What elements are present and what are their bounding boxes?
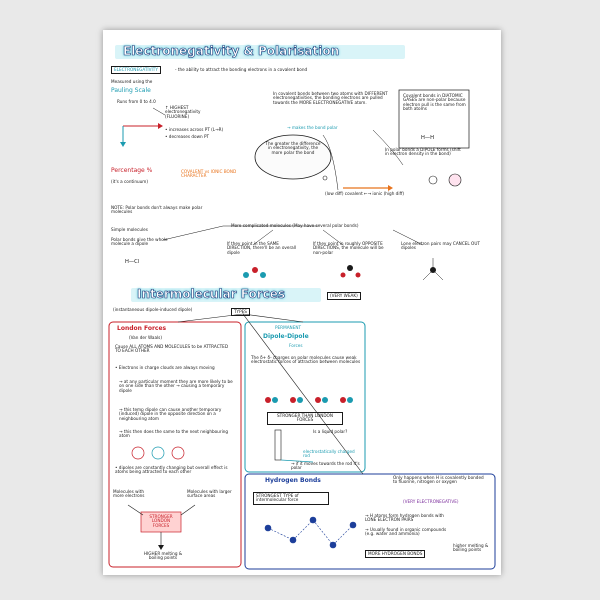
molecules-more-text: Molecules with more electrons — [113, 489, 145, 499]
charged-rod-text: electrostatically charged rod — [303, 449, 355, 459]
london-sub: (Van der Waals) — [129, 335, 162, 340]
london-point-3: → this then does the same to the next ne… — [119, 429, 229, 439]
opposite-direction-text: If they point in roughly OPPOSITE DIRECT… — [313, 241, 384, 255]
simple-desc: Polar bonds give the whole molecule a di… — [111, 237, 168, 247]
types-tag: TYPES — [231, 308, 250, 317]
same-direction-text: If they point in the SAME DIRECTION, the… — [227, 241, 297, 255]
percentage-title: Percentage % — [111, 167, 153, 174]
london-point-0: • Electrons in charge clouds are always … — [115, 365, 215, 370]
molecules-larger-text: Molecules with larger surface areas — [187, 489, 232, 499]
low-high-text: (low diff) covalent ←→ ionic (high diff) — [325, 191, 405, 196]
cloud-text: The greater the difference in electroneg… — [265, 141, 321, 155]
diatomic-text: Covalent bonds in DIATOMIC GASES are non… — [403, 93, 466, 112]
stronger-london-text: STRONGER LONDON FORCES — [149, 514, 173, 528]
pdd-sub: Forces — [289, 343, 303, 348]
thought-cloud — [254, 134, 332, 180]
london-forces-box — [108, 321, 242, 568]
more-hydrogen-tag: MORE HYDROGEN BONDS — [365, 550, 426, 559]
measured-text: Measured using the — [111, 79, 153, 84]
percentage-sub: (it's a continuum) — [111, 179, 148, 184]
diatomic-box — [398, 89, 470, 149]
note-text: NOTE: Polar bonds don't always make pola… — [111, 205, 203, 215]
lone-pairs-text: Lone electron pairs may CANCEL OUT dipol… — [401, 241, 480, 251]
h-h-formula: H—H — [421, 135, 434, 141]
definition-text: - the ability to attract the bonding ele… — [175, 67, 308, 72]
london-point-2: → this temp dipole can cause another tem… — [119, 407, 222, 421]
very-electronegative-text: (VERY ELECTRONEGATIVE) — [403, 499, 459, 504]
makes-polar-text: → makes the bond polar — [287, 125, 338, 130]
only-happens-text: Only happens when H is covalently bonded… — [393, 475, 484, 485]
london-title: London Forces — [117, 325, 167, 332]
simple-molecules-label: Simple molecules — [111, 227, 148, 232]
title-glow-2 — [131, 288, 321, 302]
dipoles-text: • dipoles are constantly changing but ov… — [115, 465, 228, 475]
pdd-desc: The δ+ δ- charges on polar molecules cau… — [251, 355, 361, 365]
decrease-text: • decreases down PT — [165, 134, 210, 139]
section1-title: Electronegativity & Polarisation — [123, 44, 340, 59]
h-atoms-text: → H atoms form hydrogen bonds with LONE … — [365, 513, 444, 523]
pauling-title: Pauling Scale — [111, 87, 151, 94]
more-complicated-text: More complicated molecules (May have sev… — [231, 223, 359, 228]
higher-mp-text: HIGHER melting & boiling points — [143, 551, 183, 561]
definition-tag: ELECTRONEGATIVITY — [111, 66, 161, 75]
usually-found-text: → Usually found in organic compounds (e.… — [365, 527, 447, 537]
dipole-molecules — [265, 397, 353, 403]
instantaneous-text: (instantaneous dipole-induced dipole) — [113, 307, 193, 312]
strongest-tag: STRONGEST TYPE of intermolecular force — [253, 492, 329, 505]
sketch-layer — [108, 45, 496, 570]
title-glow-1 — [115, 45, 405, 59]
pdd-box — [244, 321, 366, 473]
hydrogen-box — [244, 473, 496, 570]
covalent-ionic-text: COVALENT vs IONIC BOND CHARACTER — [181, 169, 237, 179]
notes-sheet: Electronegativity & Polarisation ELECTRO… — [103, 30, 501, 575]
section2-title: Intermolecular Forces — [137, 287, 286, 302]
highest-text: ↑ HIGHEST electronegativity (FLUORINE) — [165, 105, 201, 119]
higher-mp-short: higher melting & boiling points — [453, 543, 489, 553]
polar-bonds-text: In polar bonds a DIPOLE forms (shift in … — [385, 147, 461, 157]
hcl-formula: H—Cl — [125, 259, 140, 265]
is-liquid-polar: Is a liquid polar? — [313, 429, 348, 434]
increase-text: • increases across PT (L→R) — [165, 127, 224, 132]
london-point-1: → at any particular moment they are more… — [119, 379, 233, 393]
pauling-range: Runs from 0 to 4.0 — [117, 99, 156, 104]
hydrogen-network — [264, 516, 357, 549]
hydrogen-title: Hydrogen Bonds — [265, 477, 321, 484]
covalent-text: In covalent bonds between two atoms with… — [273, 91, 388, 105]
if-moves-text: → if it moves towards the rod it's polar — [291, 461, 360, 471]
pdd-title: Dipole-Dipole — [263, 333, 309, 340]
london-desc: Cause ALL ATOMS AND MOLECULES to be ATTR… — [115, 344, 229, 354]
very-weak-tag: (VERY WEAK) — [327, 292, 361, 301]
permanent-title: PERMANENT — [275, 325, 302, 330]
stronger-than-tag: STRONGER THAN LONDON FORCES — [267, 412, 343, 425]
